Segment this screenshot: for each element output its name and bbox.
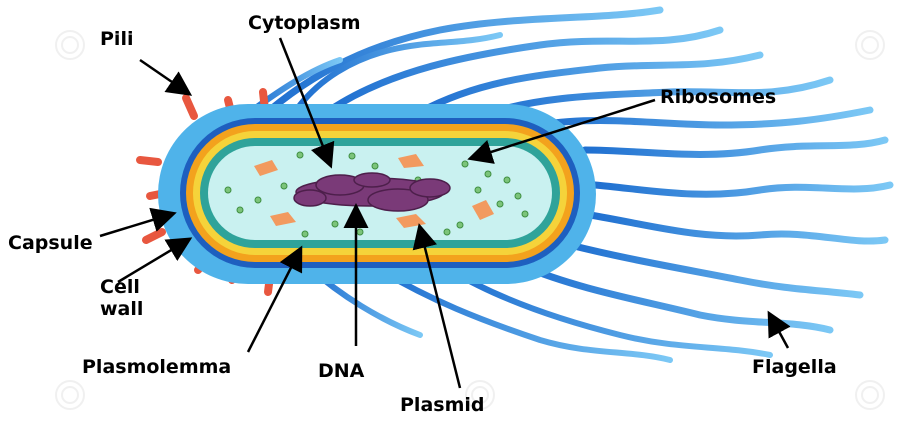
label-dna: DNA xyxy=(318,360,364,382)
label-capsule: Capsule xyxy=(8,232,93,254)
label-pili: Pili xyxy=(100,28,133,50)
pili-arrow xyxy=(140,60,188,93)
label-cell-wall-line1: Cell xyxy=(100,276,143,298)
label-ribosomes: Ribosomes xyxy=(660,86,776,108)
label-cytoplasm: Cytoplasm xyxy=(248,12,361,34)
label-plasmolemma: Plasmolemma xyxy=(82,356,231,378)
label-flagella: Flagella xyxy=(752,356,837,378)
label-cell-wall-line2: wall xyxy=(100,298,143,320)
label-plasmid: Plasmid xyxy=(400,394,484,416)
label-cell-wall: Cell wall xyxy=(100,276,143,320)
